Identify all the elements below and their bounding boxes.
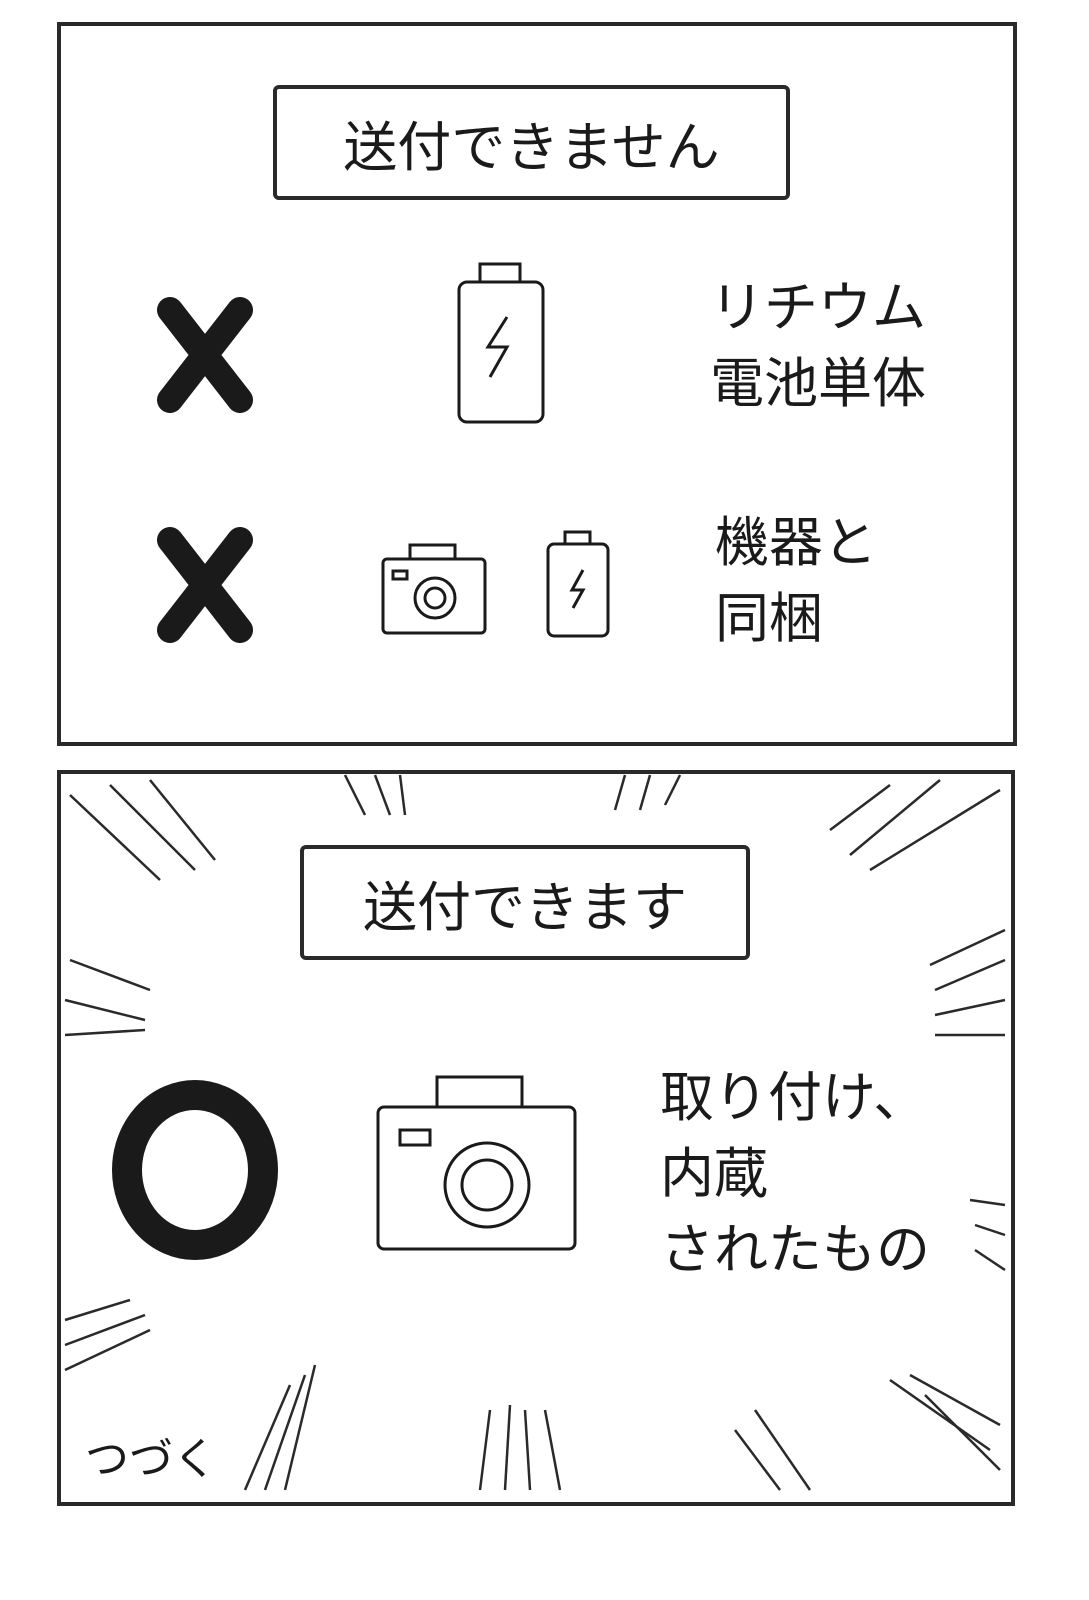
text-bundled-with-device: 機器と 同梱 xyxy=(715,505,877,657)
heading-cannot-send: 送付できません xyxy=(273,85,790,200)
to-be-continued: つづく xyxy=(85,1434,217,1485)
battery-icon xyxy=(457,262,545,424)
text-line: されたもの xyxy=(660,1218,930,1281)
x-mark-icon xyxy=(157,297,253,413)
x-mark-icon xyxy=(157,527,253,643)
panel-cannot-send xyxy=(57,22,1017,746)
text-attached-built-in: 取り付け、 内蔵 されたもの xyxy=(660,1060,930,1288)
camera-icon xyxy=(376,1075,577,1251)
text-line: 内蔵 xyxy=(660,1142,768,1205)
text-lithium-battery: リチウム 電池単体 xyxy=(710,270,926,422)
text-line: リチウム xyxy=(710,276,926,339)
camera-icon xyxy=(381,543,487,635)
text-line: 取り付け、 xyxy=(660,1066,928,1129)
panel-can-send xyxy=(57,770,1015,1506)
text-line: 電池単体 xyxy=(710,352,926,415)
text-line: 同梱 xyxy=(715,587,823,650)
battery-icon xyxy=(546,530,610,638)
circle-mark-icon xyxy=(112,1080,278,1260)
text-line: 機器と xyxy=(715,511,877,574)
heading-can-send: 送付できます xyxy=(300,845,750,960)
